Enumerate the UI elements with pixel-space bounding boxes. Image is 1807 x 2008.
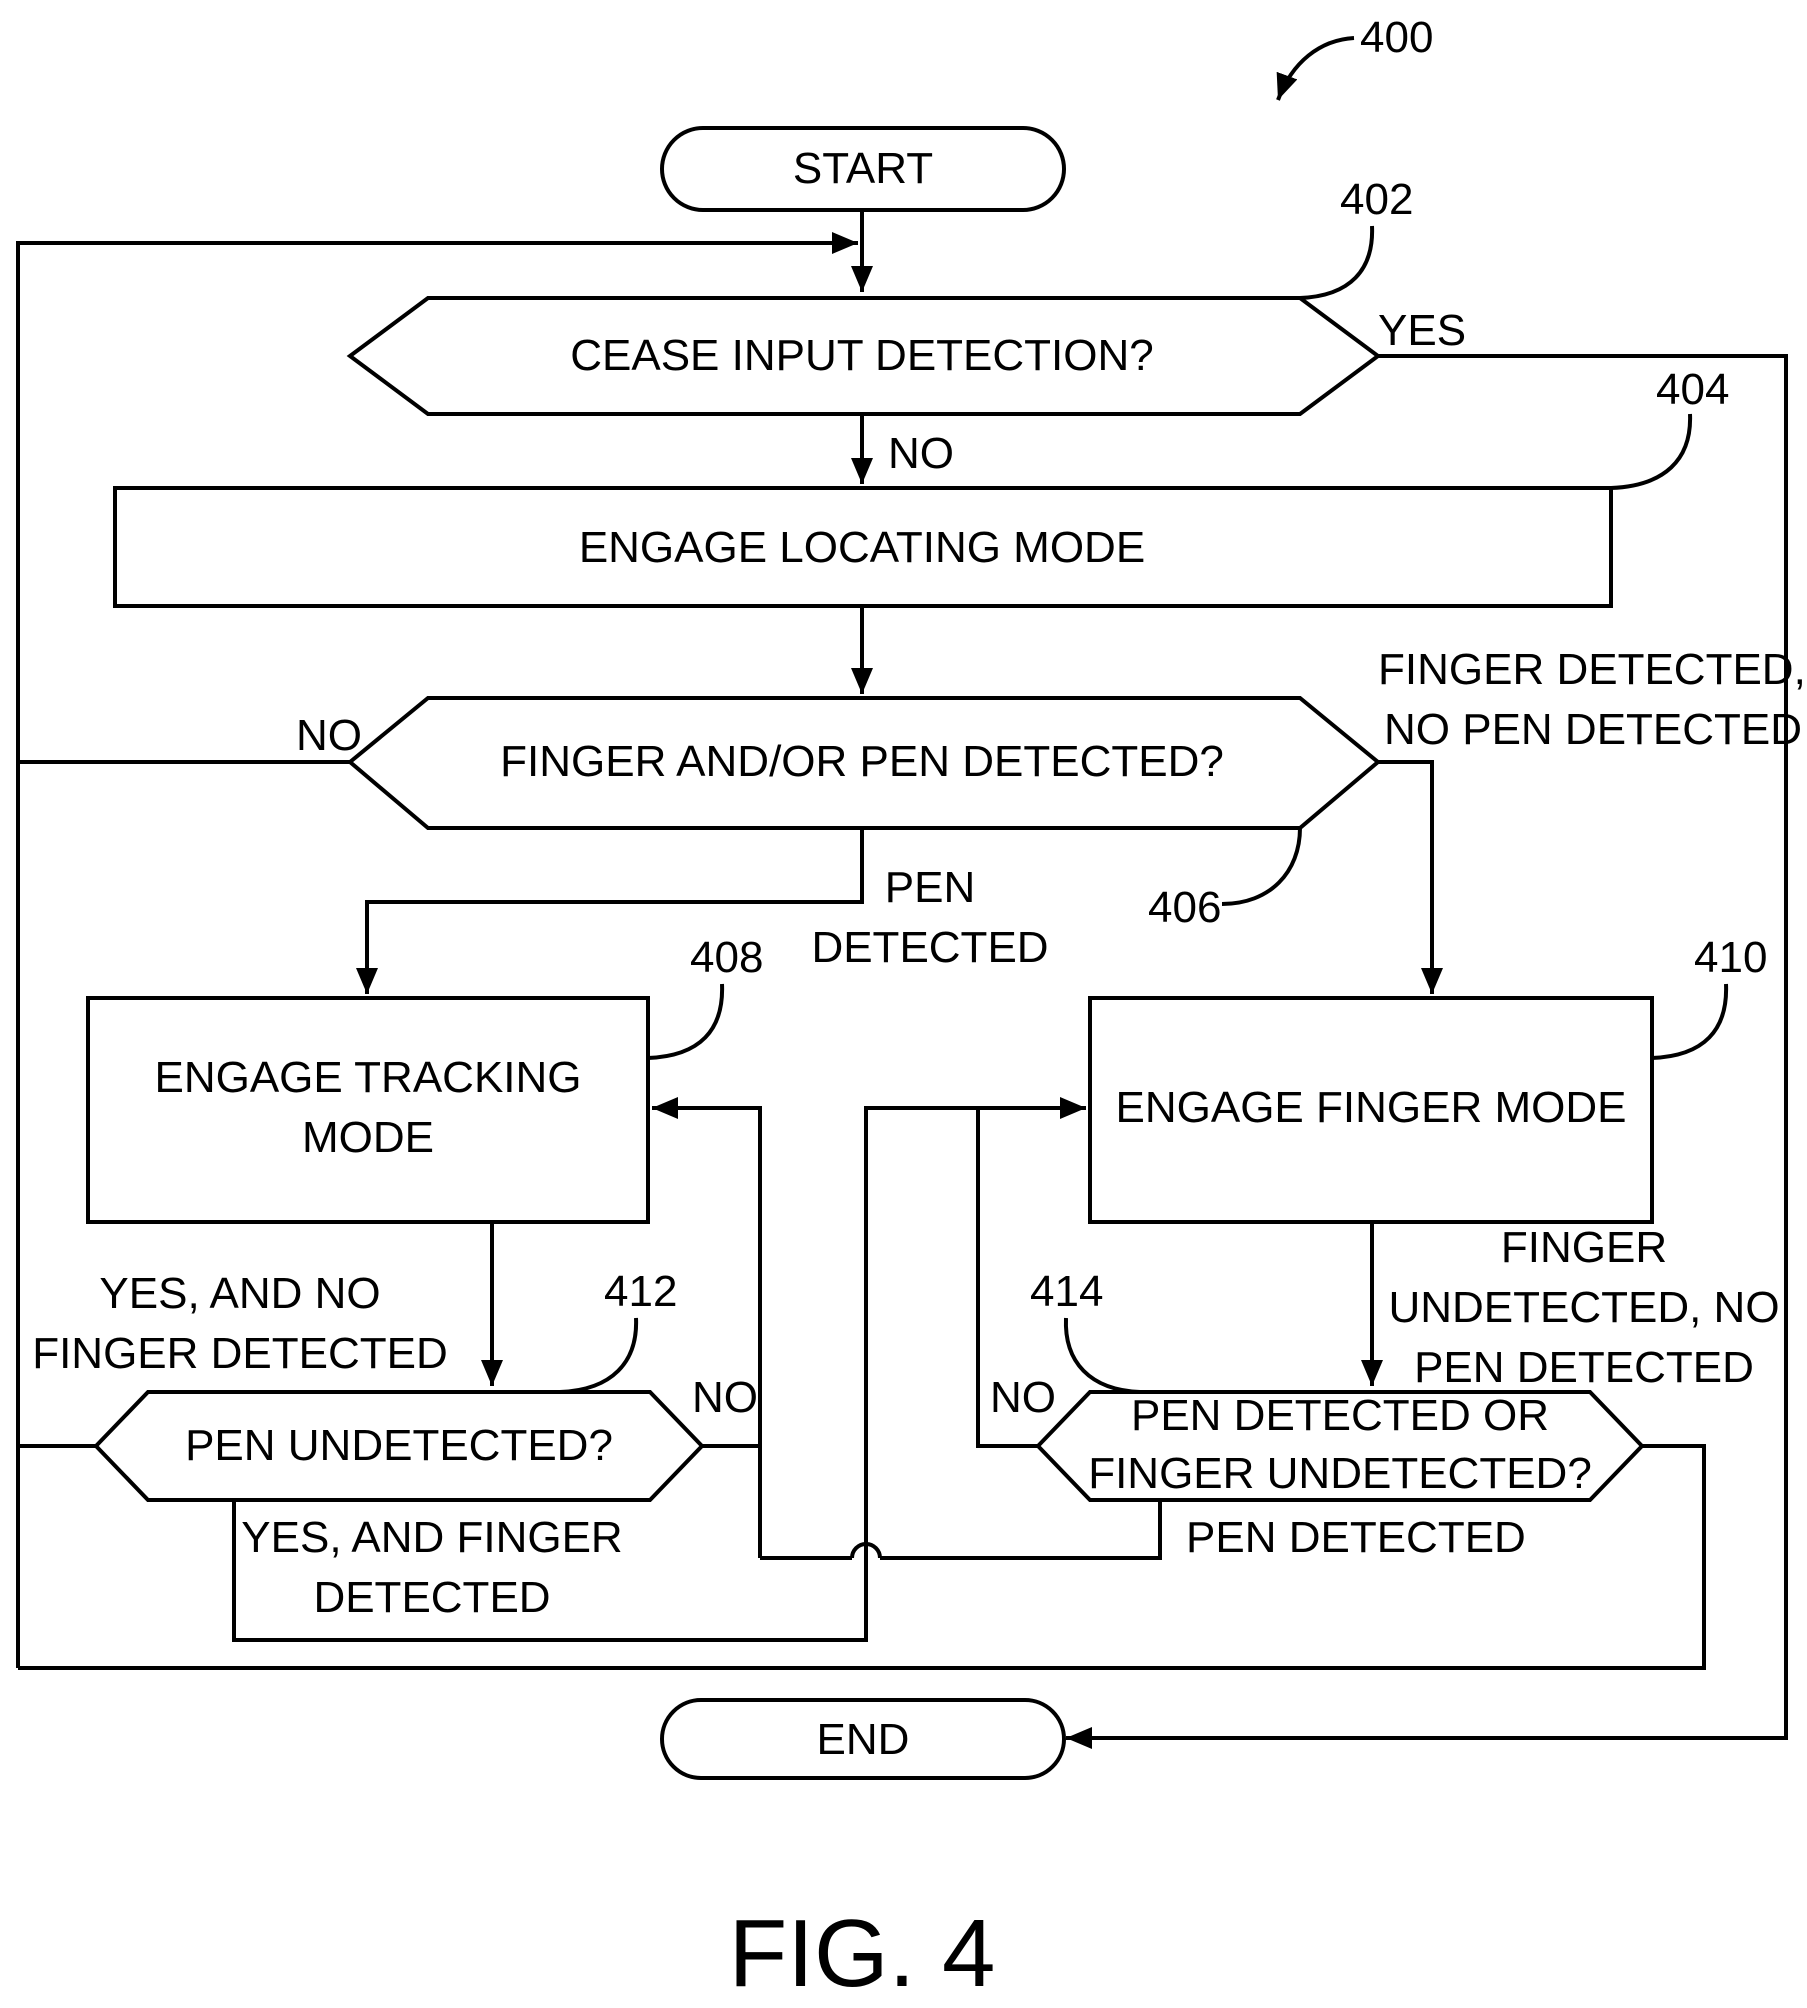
- label-yes-finger-1: YES, AND FINGER: [241, 1513, 622, 1562]
- decision-412-label: PEN UNDETECTED?: [185, 1421, 613, 1470]
- label-finger-undetected-1: FINGER: [1501, 1223, 1667, 1272]
- label-finger-undetected-2: UNDETECTED, NO: [1388, 1283, 1779, 1332]
- ref-402: 402: [1340, 175, 1413, 224]
- label-402-no: NO: [888, 429, 954, 478]
- start-label: START: [793, 144, 933, 193]
- label-finger-no-pen-2: NO PEN DETECTED: [1384, 705, 1802, 754]
- ref-410: 410: [1694, 933, 1767, 982]
- process-408-label-line2: MODE: [302, 1113, 434, 1162]
- label-414-no: NO: [990, 1373, 1056, 1422]
- ref-412: 412: [604, 1267, 677, 1316]
- ref-406: 406: [1148, 883, 1221, 932]
- label-pen-detected-2: DETECTED: [811, 923, 1048, 972]
- label-finger-no-pen-1: FINGER DETECTED,: [1378, 645, 1806, 694]
- label-406-no: NO: [296, 711, 362, 760]
- process-410-label: ENGAGE FINGER MODE: [1116, 1083, 1627, 1132]
- ref-408-leader: [648, 984, 722, 1058]
- figure-caption: FIG. 4: [729, 1900, 996, 2007]
- label-yes-finger-2: DETECTED: [313, 1573, 550, 1622]
- label-finger-undetected-3: PEN DETECTED: [1414, 1343, 1754, 1392]
- ref-400: 400: [1360, 13, 1433, 62]
- process-408: [88, 998, 648, 1222]
- process-408-label-line1: ENGAGE TRACKING: [154, 1053, 581, 1102]
- ref-404-leader: [1611, 414, 1690, 488]
- label-yes-no-finger-2: FINGER DETECTED: [32, 1329, 448, 1378]
- edge-414-pen-detected: [880, 1500, 1160, 1558]
- ref-408: 408: [690, 933, 763, 982]
- decision-414-label-line1: PEN DETECTED OR: [1131, 1391, 1549, 1440]
- ref-414: 414: [1030, 1267, 1103, 1316]
- label-pen-detected-1: PEN: [885, 863, 975, 912]
- edge-406-pen-to-408: [367, 828, 862, 994]
- ref-402-leader: [1300, 226, 1372, 298]
- decision-414-label-line2: FINGER UNDETECTED?: [1088, 1449, 1592, 1498]
- ref-414-leader: [1066, 1318, 1140, 1392]
- label-yes-no-finger-1: YES, AND NO: [99, 1269, 380, 1318]
- ref-412-leader: [560, 1318, 636, 1392]
- label-414-pen-detected: PEN DETECTED: [1186, 1513, 1526, 1562]
- end-label: END: [817, 1715, 910, 1764]
- ref-410-leader: [1652, 984, 1726, 1058]
- decision-402-label: CEASE INPUT DETECTION?: [570, 331, 1154, 380]
- label-402-yes: YES: [1378, 306, 1466, 355]
- process-404-label: ENGAGE LOCATING MODE: [579, 523, 1145, 572]
- ref-404: 404: [1656, 365, 1729, 414]
- ref-400-leader: [1278, 38, 1354, 100]
- ref-406-leader: [1222, 828, 1300, 904]
- edge-406-finger-to-410: [1378, 762, 1432, 994]
- decision-406-label: FINGER AND/OR PEN DETECTED?: [500, 737, 1224, 786]
- label-412-no: NO: [692, 1373, 758, 1422]
